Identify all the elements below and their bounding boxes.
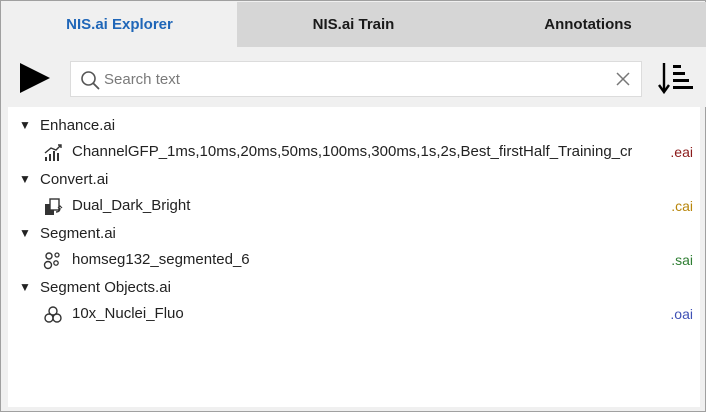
sort-descending-icon xyxy=(658,63,693,95)
item-extension: .cai xyxy=(671,198,693,214)
convert-icon xyxy=(45,198,63,215)
tree-group-segment[interactable]: ▼ Segment.ai xyxy=(8,220,116,246)
sort-button[interactable] xyxy=(657,59,695,97)
tab-annotations[interactable]: Annotations xyxy=(544,16,632,33)
search-icon xyxy=(81,71,100,90)
tree-item-segment-model[interactable]: homseg132_segmented_6 .sai xyxy=(8,247,700,273)
tab-nis-ai-explorer[interactable]: NIS.ai Explorer xyxy=(2,2,237,47)
expand-caret-icon[interactable]: ▼ xyxy=(19,226,31,240)
segment-objects-icon xyxy=(44,306,62,323)
group-label: Convert.ai xyxy=(40,170,109,188)
item-extension: .eai xyxy=(670,144,693,160)
segment-icon xyxy=(43,252,60,270)
tab-bar: NIS.ai Explorer NIS.ai Train Annotations xyxy=(2,2,706,47)
item-name: 10x_Nuclei_Fluo xyxy=(72,305,184,322)
search-box xyxy=(70,61,642,97)
tree-group-convert[interactable]: ▼ Convert.ai xyxy=(8,166,108,192)
run-button[interactable] xyxy=(17,61,53,95)
search-input[interactable] xyxy=(104,62,604,96)
group-label: Segment.ai xyxy=(40,224,116,242)
item-extension: .oai xyxy=(670,306,693,322)
model-tree: ▼ Enhance.ai ChannelGFP_1ms,10ms,20ms,50… xyxy=(8,107,700,407)
tab-nis-ai-train[interactable]: NIS.ai Train xyxy=(312,16,395,33)
tree-item-enhance-model[interactable]: ChannelGFP_1ms,10ms,20ms,50ms,100ms,300m… xyxy=(8,139,700,165)
item-name: Dual_Dark_Bright xyxy=(72,197,191,214)
tree-group-enhance[interactable]: ▼ Enhance.ai xyxy=(8,112,115,138)
tree-item-convert-model[interactable]: Dual_Dark_Bright .cai xyxy=(8,193,700,219)
toolbar xyxy=(2,47,706,107)
tree-item-segment-objects-model[interactable]: 10x_Nuclei_Fluo .oai xyxy=(8,301,700,327)
play-icon xyxy=(20,63,50,93)
group-label: Segment Objects.ai xyxy=(40,278,171,296)
enhance-icon xyxy=(44,144,62,161)
close-icon[interactable] xyxy=(615,71,631,87)
expand-caret-icon[interactable]: ▼ xyxy=(19,172,31,186)
item-name: ChannelGFP_1ms,10ms,20ms,50ms,100ms,300m… xyxy=(72,143,632,160)
group-label: Enhance.ai xyxy=(40,116,116,134)
item-extension: .sai xyxy=(671,252,693,268)
expand-caret-icon[interactable]: ▼ xyxy=(19,118,31,132)
tree-group-segment-objects[interactable]: ▼ Segment Objects.ai xyxy=(8,274,171,300)
expand-caret-icon[interactable]: ▼ xyxy=(19,280,31,294)
item-name: homseg132_segmented_6 xyxy=(72,251,250,268)
